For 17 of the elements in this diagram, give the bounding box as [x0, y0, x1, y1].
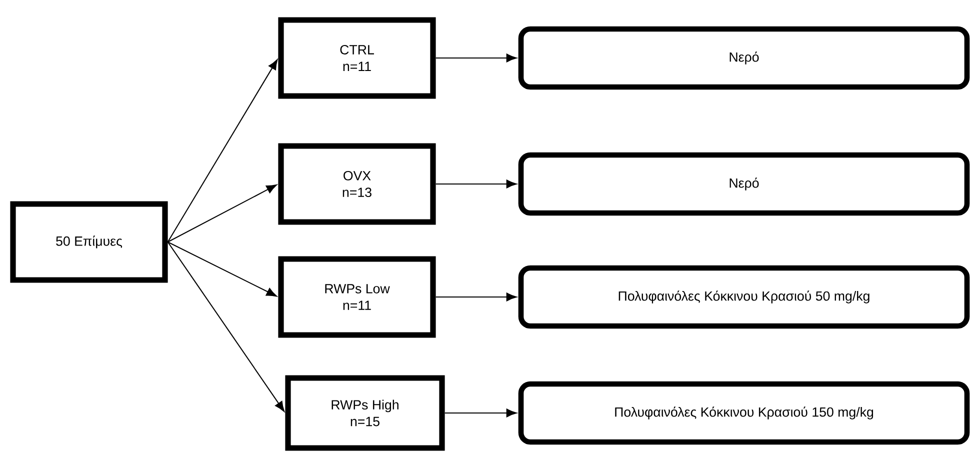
group-box: RWPs Low n=11: [278, 256, 436, 338]
group-box: CTRL n=11: [278, 17, 436, 99]
arrow: [444, 408, 517, 418]
treatment-box: Νερό: [518, 152, 970, 216]
arrow: [436, 180, 517, 188]
treatment-box: Νερό: [518, 26, 970, 90]
group-box: 50 Επίμυες: [10, 201, 168, 283]
treatment-box: Πολυφαινόλες Κόκκινου Κρασιού 150 mg/kg: [518, 381, 970, 445]
arrow: [167, 242, 285, 412]
treatment-box: Πολυφαινόλες Κόκκινου Κρασιού 50 mg/kg: [518, 265, 970, 329]
arrow: [168, 184, 277, 242]
group-box: RWPs High n=15: [285, 375, 445, 451]
arrow: [167, 59, 278, 242]
arrow: [436, 292, 517, 302]
arrow: [436, 54, 517, 62]
arrow: [168, 242, 277, 297]
group-box: OVX n=13: [278, 143, 436, 225]
